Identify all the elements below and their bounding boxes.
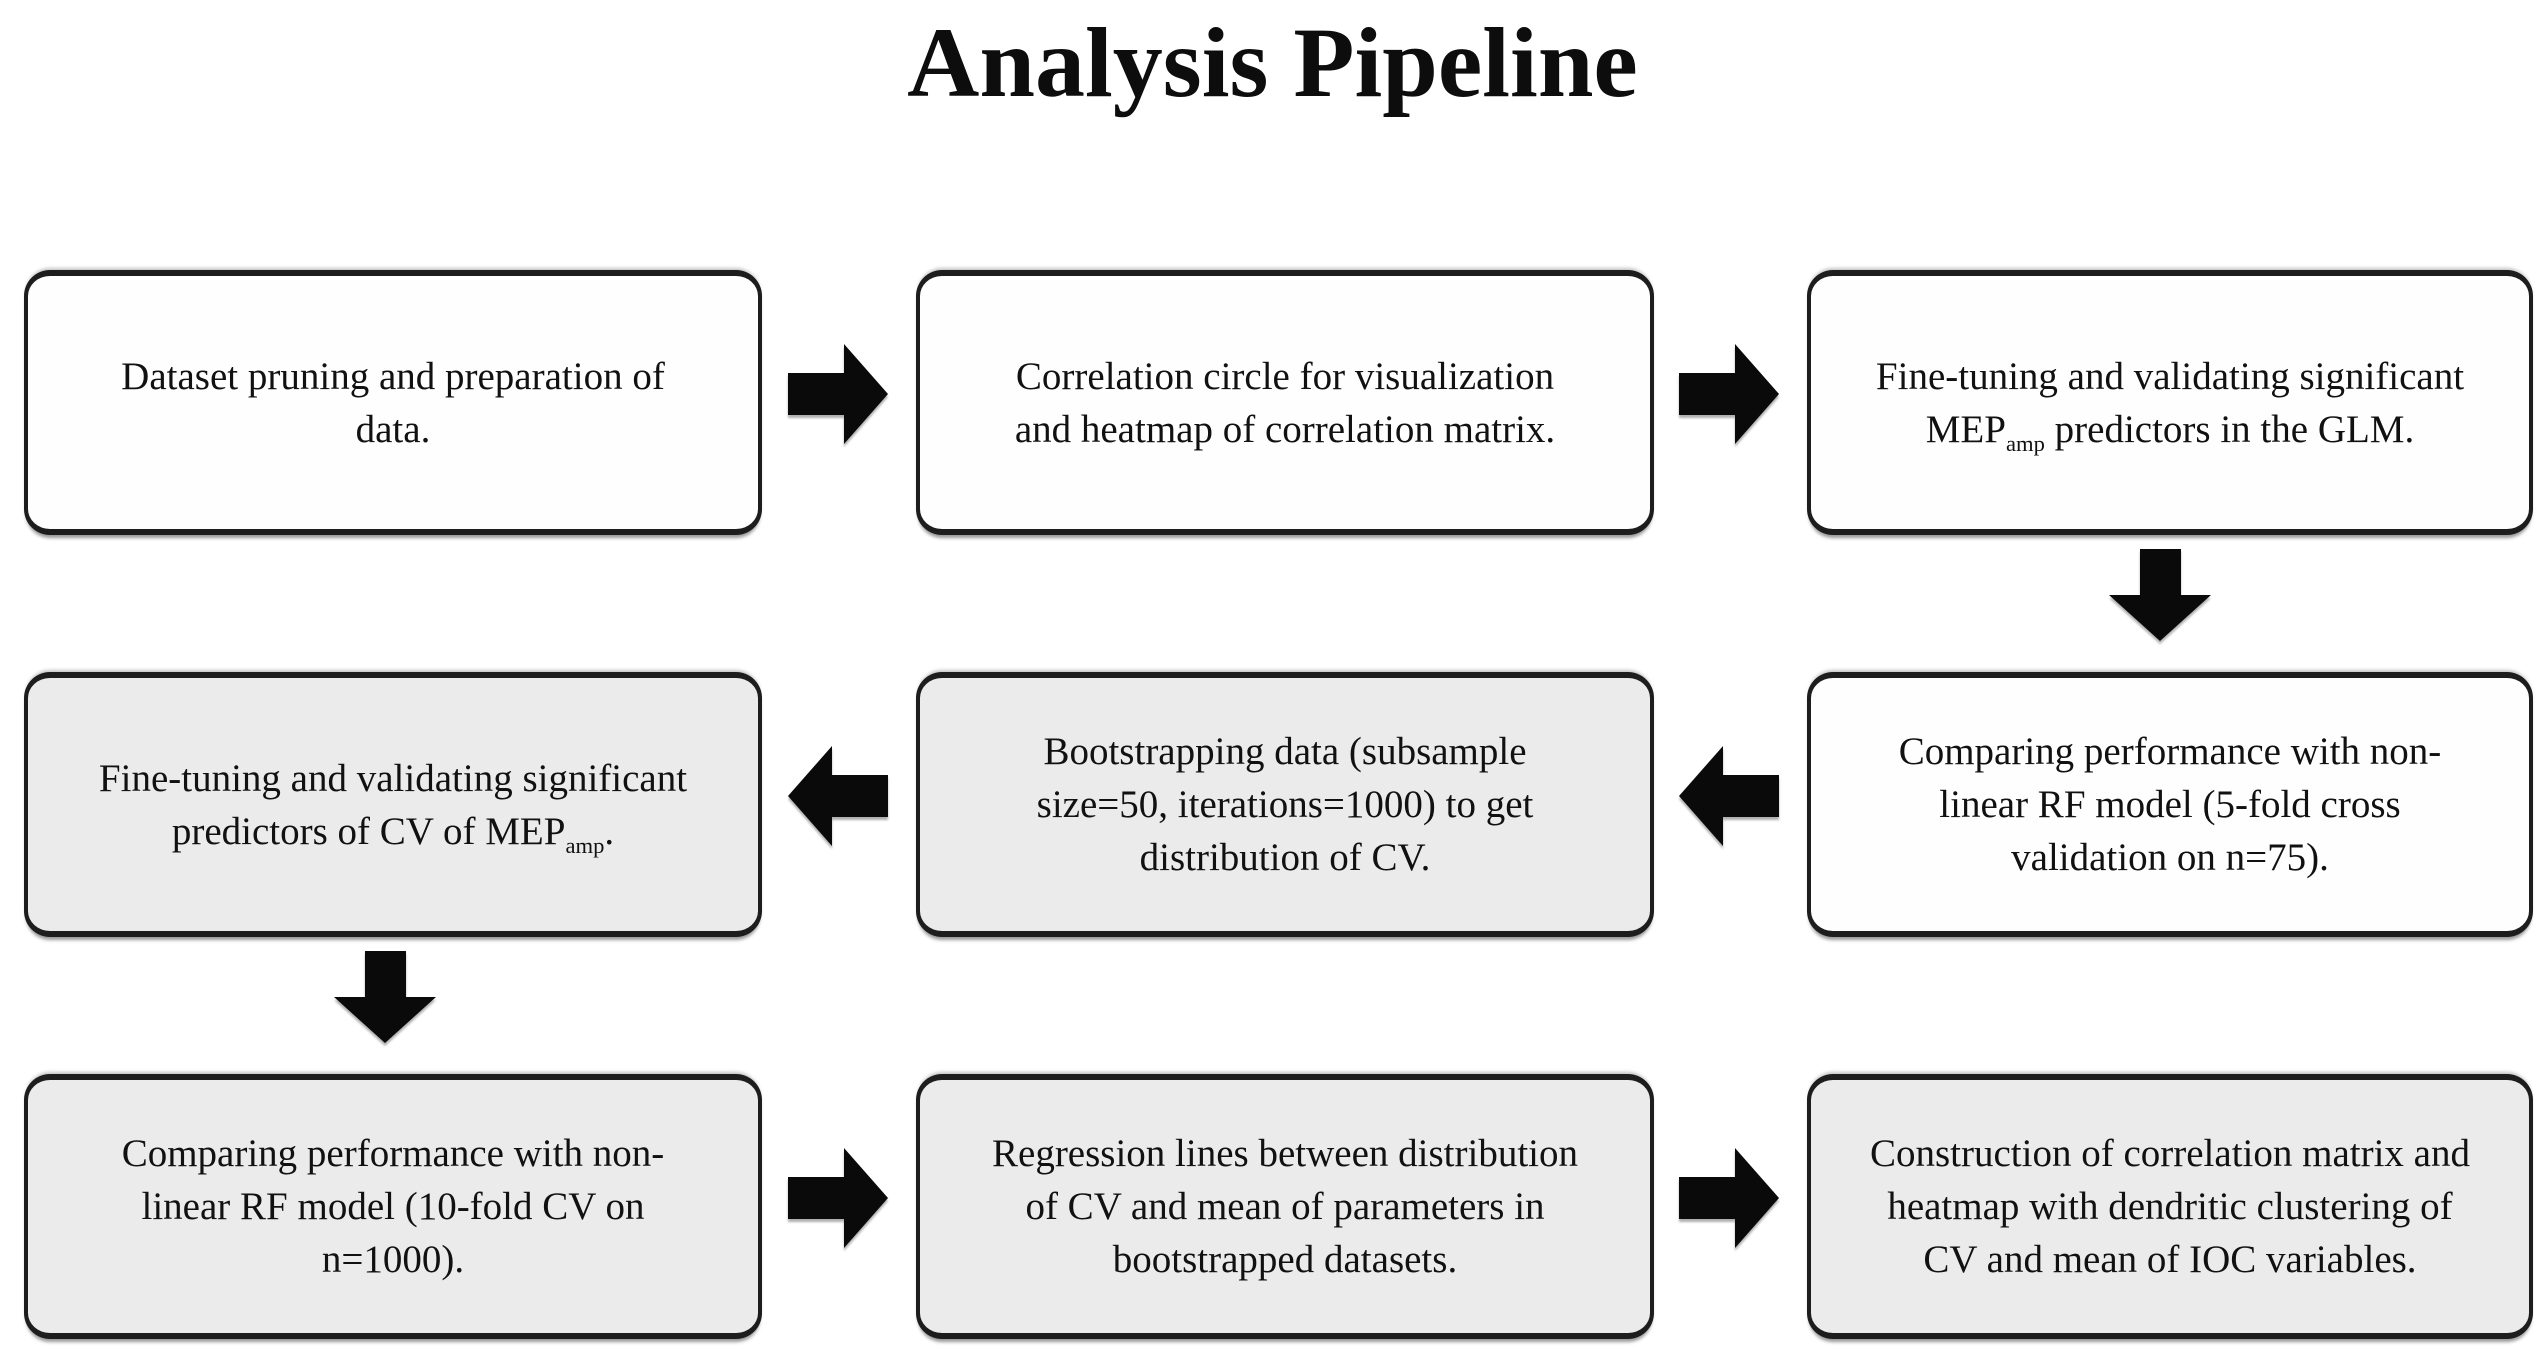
arrow-right-svg xyxy=(788,1148,888,1248)
flow-box-text-line: Dataset pruning and preparation of xyxy=(121,354,665,398)
arrow-right-box2-to-box3-icon xyxy=(1679,338,1779,450)
flow-box-correlation-matrix: Construction of correlation matrix and he… xyxy=(1807,1074,2533,1339)
flow-box-text-line: data. xyxy=(355,407,431,451)
flow-box-text-line: Construction of correlation matrix and xyxy=(1869,1132,2470,1175)
arrow-down-box6-to-box7-icon xyxy=(330,951,440,1045)
arrow-shape xyxy=(1679,344,1779,444)
arrow-left-svg xyxy=(1679,746,1779,846)
flow-box-text-line: Comparing performance with non- xyxy=(1898,730,2442,773)
flow-box-text-line: heatmap with dendritic clustering of xyxy=(1887,1185,2453,1228)
flow-box-correlation-matrix-text: Construction of correlation matrix and he… xyxy=(1862,1127,2478,1286)
arrow-shape xyxy=(788,1148,888,1248)
flow-box-text-line: and heatmap of correlation matrix. xyxy=(1014,407,1556,451)
flow-box-text-line: Bootstrapping data (subsample xyxy=(1043,730,1527,773)
flow-box-regression-lines: Regression lines between distribution of … xyxy=(916,1074,1654,1339)
arrow-left-box4-to-box5-icon xyxy=(1679,740,1779,852)
flow-box-text-line: linear RF model (10-fold CV on xyxy=(141,1185,645,1228)
flow-box-text-line: CV and mean of IOC variables. xyxy=(1923,1238,2417,1281)
flow-box-cv-fine-tuning: Fine-tuning and validating significant pr… xyxy=(24,672,762,937)
arrow-down-svg xyxy=(334,951,436,1043)
flow-box-correlation-circle-text: Correlation circle for visualization and … xyxy=(1007,350,1563,456)
arrow-right-box8-to-box9-icon xyxy=(1679,1142,1779,1254)
arrow-down-box3-to-box4-icon xyxy=(2105,549,2215,643)
arrow-right-svg xyxy=(1679,344,1779,444)
arrow-right-svg xyxy=(1679,1148,1779,1248)
flow-box-cv-fine-tuning-text: Fine-tuning and validating significant pr… xyxy=(91,752,695,858)
arrow-shape xyxy=(788,344,888,444)
flow-box-dataset-pruning-text: Dataset pruning and preparation of data. xyxy=(113,350,673,456)
flow-box-text-line: Regression lines between distribution xyxy=(992,1132,1578,1175)
arrow-shape xyxy=(788,746,888,846)
arrow-right-box7-to-box8-icon xyxy=(788,1142,888,1254)
flow-box-text-line: Correlation circle for visualization xyxy=(1015,354,1555,398)
diagram-title: Analysis Pipeline xyxy=(907,7,1638,118)
flow-box-text-line: distribution of CV. xyxy=(1139,836,1431,879)
flow-box-text-line: linear RF model (5-fold cross xyxy=(1939,783,2401,826)
flow-box-rf-5fold-text: Comparing performance with non-linear RF… xyxy=(1891,725,2450,884)
flow-box-regression-lines-text: Regression lines between distribution of … xyxy=(984,1127,1586,1286)
flow-box-dataset-pruning: Dataset pruning and preparation of data. xyxy=(24,270,762,535)
flow-box-text-line: validation on n=75). xyxy=(2011,836,2329,879)
arrow-down-svg xyxy=(2109,549,2211,641)
arrow-left-svg xyxy=(788,746,888,846)
flow-box-text-line: Fine-tuning and validating significant xyxy=(1875,354,2465,398)
arrow-shape xyxy=(334,951,436,1043)
flow-box-text-line: predictors of CV of MEPamp. xyxy=(171,809,615,858)
flow-box-text-line: of CV and mean of parameters in xyxy=(1025,1185,1545,1228)
flow-box-bootstrapping-text: Bootstrapping data (subsample size=50, it… xyxy=(1029,725,1542,884)
arrow-shape xyxy=(1679,746,1779,846)
arrow-shape xyxy=(1679,1148,1779,1248)
flow-box-correlation-circle: Correlation circle for visualization and … xyxy=(916,270,1654,535)
flow-box-rf-10fold: Comparing performance with non-linear RF… xyxy=(24,1074,762,1339)
flow-box-text-line: MEPamp predictors in the GLM. xyxy=(1925,407,2415,456)
flow-box-rf-10fold-text: Comparing performance with non-linear RF… xyxy=(114,1127,673,1286)
arrow-right-svg xyxy=(788,344,888,444)
flow-box-text-line: Comparing performance with non- xyxy=(121,1132,665,1175)
flow-box-text-line: bootstrapped datasets. xyxy=(1112,1238,1458,1281)
arrow-shape xyxy=(2109,549,2211,641)
flow-box-rf-5fold: Comparing performance with non-linear RF… xyxy=(1807,672,2533,937)
flow-box-bootstrapping: Bootstrapping data (subsample size=50, it… xyxy=(916,672,1654,937)
flow-box-text-line: Fine-tuning and validating significant xyxy=(98,756,688,800)
arrow-left-box5-to-box6-icon xyxy=(788,740,888,852)
flow-box-text-line: n=1000). xyxy=(321,1238,465,1281)
flow-box-text-line: size=50, iterations=1000) to get xyxy=(1036,783,1534,826)
arrow-right-box1-to-box2-icon xyxy=(788,338,888,450)
